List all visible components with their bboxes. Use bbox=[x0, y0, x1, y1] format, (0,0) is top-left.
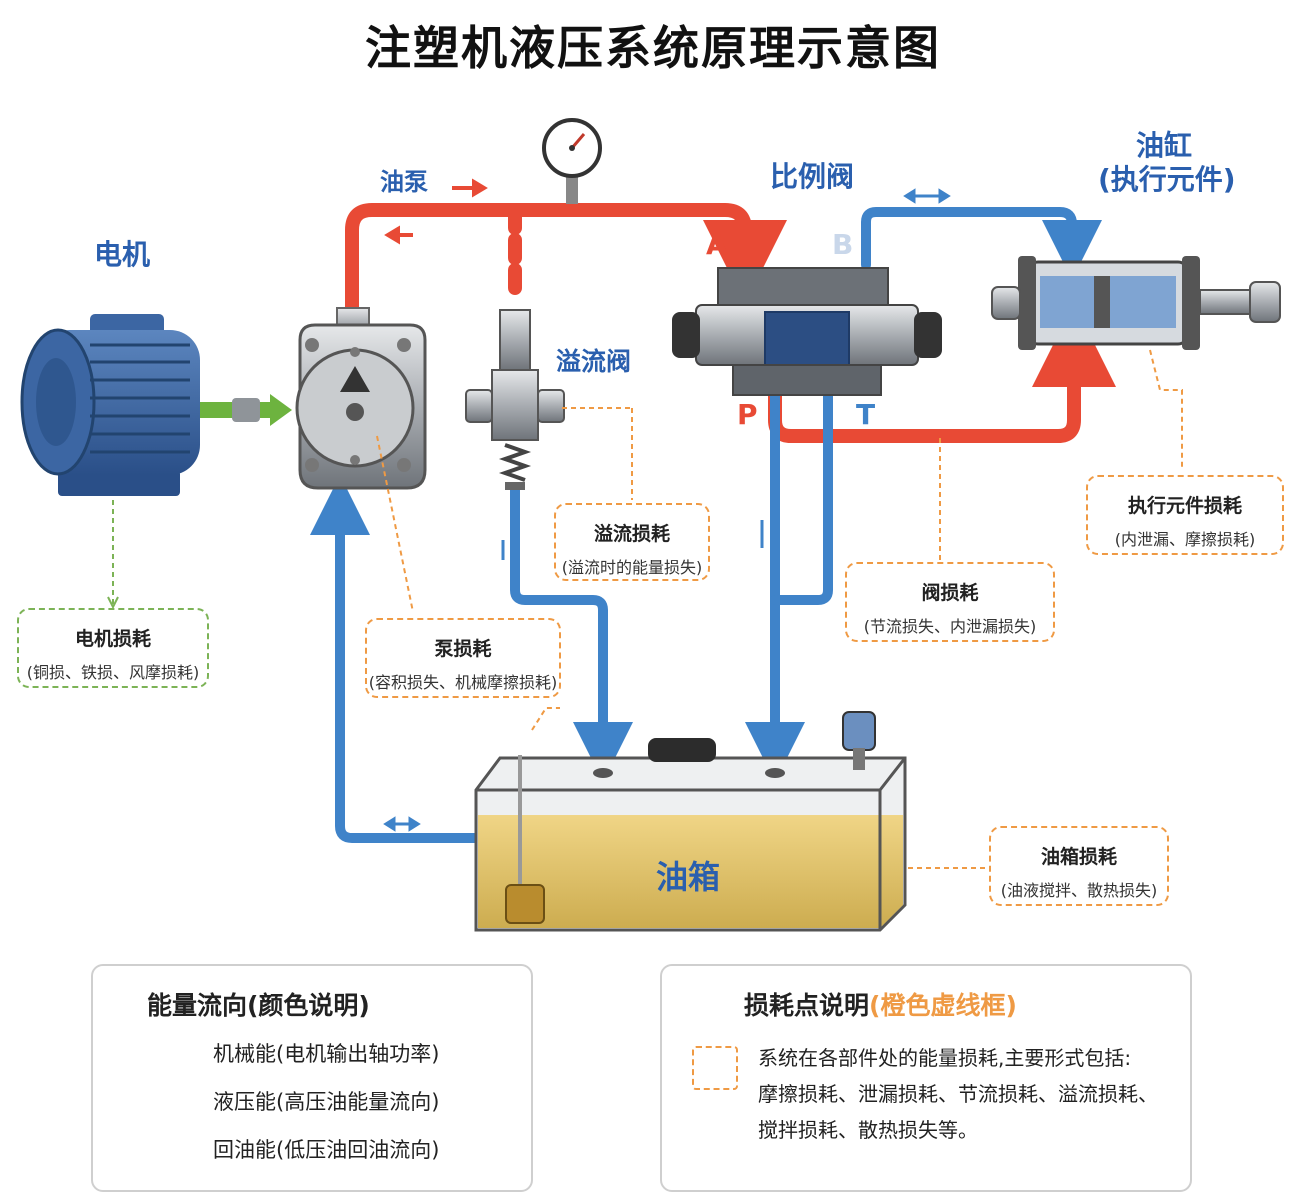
cylinder-sublabel: (执行元件) bbox=[1098, 163, 1236, 196]
mechanical-shaft bbox=[200, 394, 292, 426]
proportional-valve-label: 比例阀 bbox=[770, 160, 855, 193]
legend-item-hydraulic: 液压能(高压油能量流向) bbox=[197, 1086, 439, 1116]
relief-valve-graphic bbox=[465, 309, 565, 490]
loss-note-text: 系统在各部件处的能量损耗,主要形式包括: 摩擦损耗、泄漏损耗、节流损耗、溢流损耗… bbox=[758, 1040, 1158, 1148]
pump-loss-detail: (容积损失、机械摩擦损耗) bbox=[368, 673, 558, 692]
loss-legend-title-text: 损耗点说明 bbox=[744, 991, 870, 1020]
tank-loss-detail: (油液搅拌、散热损失) bbox=[1000, 881, 1158, 900]
loss-legend-title-highlight: (橙色虚线框) bbox=[869, 991, 1017, 1020]
loss-legend-title: 损耗点说明(橙色虚线框) bbox=[744, 986, 1017, 1022]
valve-loss-box: 阀损耗 (节流损失、内泄漏损失) bbox=[845, 562, 1055, 642]
actuator-loss-detail: (内泄漏、摩擦损耗) bbox=[1114, 530, 1256, 549]
pump-loss-title: 泵损耗 bbox=[434, 638, 492, 660]
motor-loss-title: 电机损耗 bbox=[74, 628, 151, 650]
loss-note-line: 搅拌损耗、散热损失等。 bbox=[758, 1118, 978, 1142]
motor-loss-box: 电机损耗 (铜损、铁损、风摩损耗) bbox=[17, 608, 209, 688]
relief-valve-label: 溢流阀 bbox=[556, 347, 632, 376]
pump-loss-box: 泵损耗 (容积损失、机械摩擦损耗) bbox=[365, 618, 561, 698]
cylinder-label: 油缸 bbox=[1136, 129, 1193, 162]
loss-note-line: 系统在各部件处的能量损耗,主要形式包括: bbox=[758, 1046, 1132, 1070]
loss-leader-lines bbox=[107, 349, 1183, 869]
valve-loss-detail: (节流损失、内泄漏损失) bbox=[863, 617, 1037, 636]
legend-item-label: 回油能(低压油回油流向) bbox=[213, 1138, 440, 1162]
relief-loss-detail: (溢流时的能量损失) bbox=[561, 558, 703, 577]
pressure-gauge-icon bbox=[542, 118, 602, 204]
relief-loss-title: 溢流损耗 bbox=[593, 523, 670, 545]
port-p-label: P bbox=[737, 398, 758, 431]
port-a-label: A bbox=[706, 228, 728, 261]
pump-label: 油泵 bbox=[380, 168, 428, 196]
return-lines bbox=[310, 207, 1102, 843]
motor-label: 电机 bbox=[94, 238, 151, 271]
port-t-label: T bbox=[856, 398, 876, 431]
motor-loss-detail: (铜损、铁损、风摩损耗) bbox=[26, 663, 200, 682]
hydraulic-direction-arrows bbox=[384, 178, 488, 245]
valve-loss-title: 阀损耗 bbox=[921, 582, 979, 604]
legend-item-label: 机械能(电机输出轴功率) bbox=[213, 1042, 440, 1066]
energy-flow-legend: 能量流向(颜色说明) 机械能(电机输出轴功率) 液压能(高压油能量流向) 回油能… bbox=[91, 964, 533, 1192]
legend-item-mechanical: 机械能(电机输出轴功率) bbox=[197, 1038, 439, 1068]
return-direction-arrows bbox=[383, 188, 951, 832]
loss-note-line: 摩擦损耗、泄漏损耗、节流损耗、溢流损耗、 bbox=[758, 1082, 1158, 1106]
cylinder-graphic bbox=[991, 256, 1281, 350]
legend-item-label: 液压能(高压油能量流向) bbox=[213, 1090, 440, 1114]
proportional-valve-graphic bbox=[672, 267, 942, 396]
tank-graphic bbox=[474, 711, 907, 932]
tank-loss-title: 油箱损耗 bbox=[1040, 846, 1117, 868]
tank-loss-box: 油箱损耗 (油液搅拌、散热损失) bbox=[989, 826, 1169, 906]
legend-item-return: 回油能(低压油回油流向) bbox=[197, 1134, 439, 1164]
tank-label: 油箱 bbox=[656, 858, 721, 896]
diagram-title: 注塑机液压系统原理示意图 bbox=[365, 21, 941, 75]
port-b-label: B bbox=[832, 228, 854, 261]
motor-graphic bbox=[20, 314, 200, 496]
loss-point-legend: 损耗点说明(橙色虚线框) 系统在各部件处的能量损耗,主要形式包括: 摩擦损耗、泄… bbox=[660, 964, 1192, 1192]
relief-loss-box: 溢流损耗 (溢流时的能量损失) bbox=[554, 503, 710, 581]
pump-graphic bbox=[295, 307, 427, 490]
actuator-loss-title: 执行元件损耗 bbox=[1127, 495, 1242, 517]
legend-title: 能量流向(颜色说明) bbox=[147, 991, 370, 1020]
loss-sample-box-icon bbox=[692, 1046, 738, 1090]
actuator-loss-box: 执行元件损耗 (内泄漏、摩擦损耗) bbox=[1086, 475, 1284, 555]
